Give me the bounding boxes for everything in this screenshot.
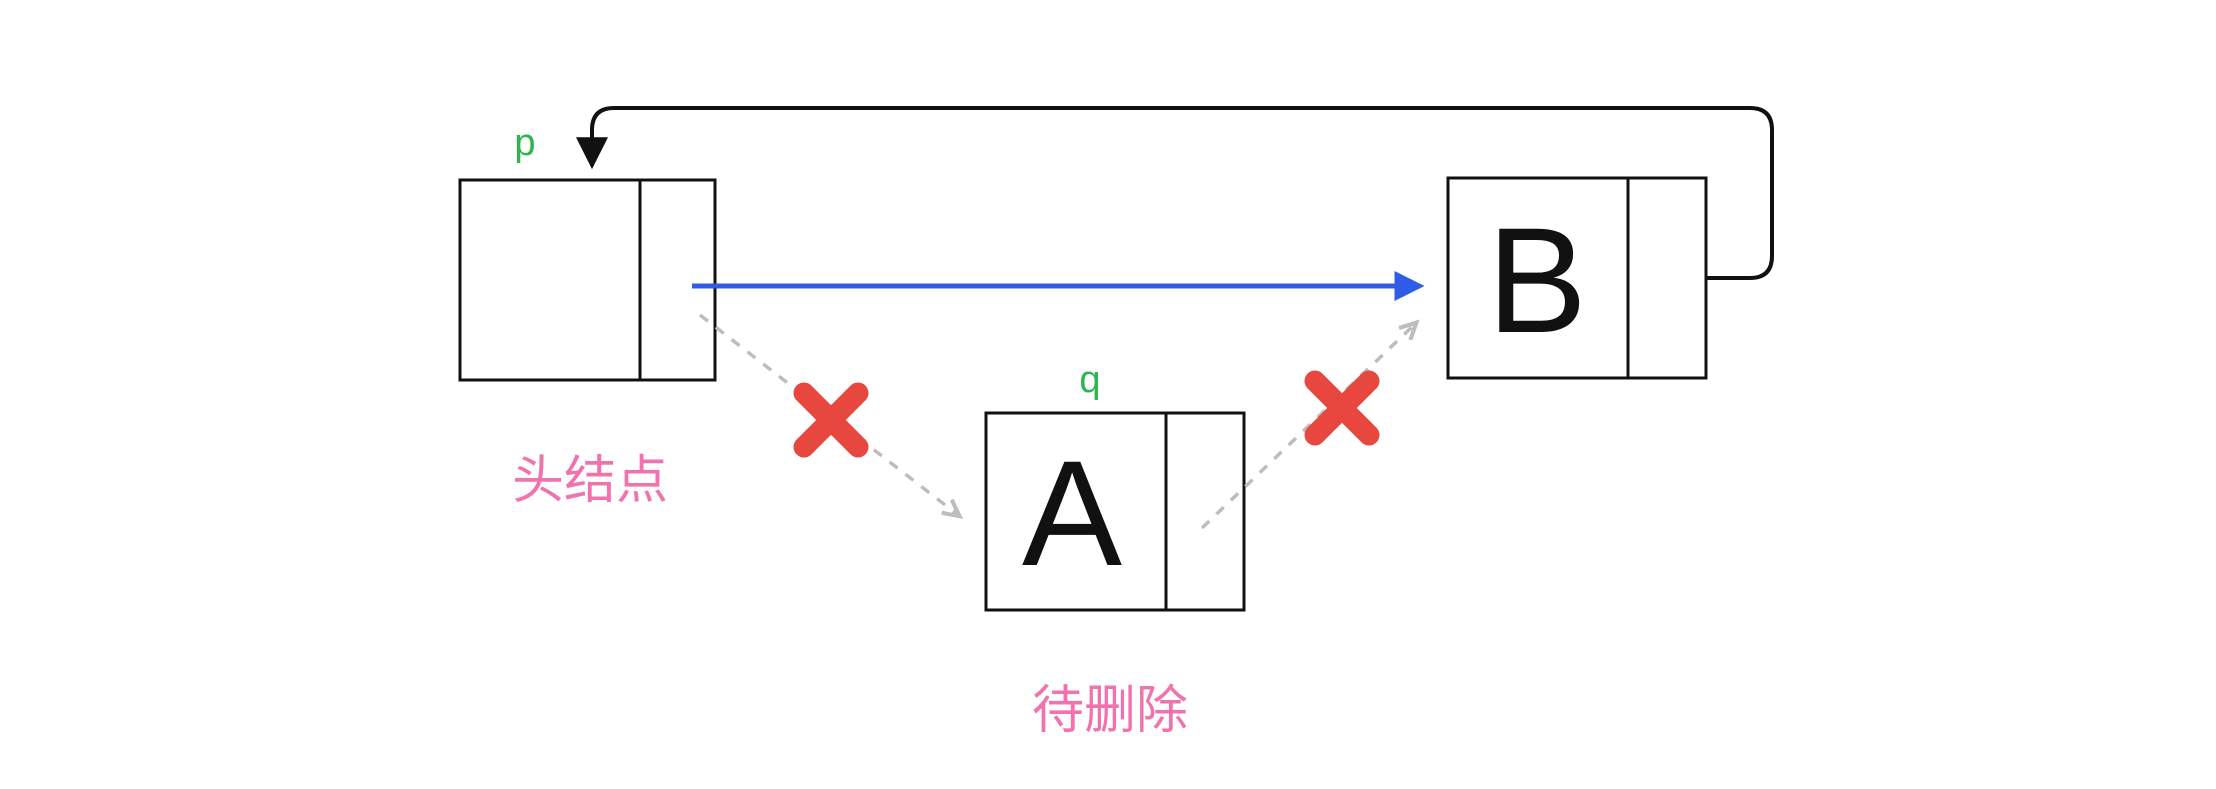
pointer-p-label: p <box>514 122 535 164</box>
head-node-caption: 头结点 <box>512 452 668 510</box>
node-a-value: A <box>1022 429 1122 597</box>
node-a-box <box>984 411 1246 612</box>
b-to-head-link-arrow <box>576 106 1774 280</box>
head-node <box>458 178 717 382</box>
node-a: A <box>984 411 1246 612</box>
a-to-b-old-link-arrow <box>1200 324 1415 530</box>
node-b: B <box>1446 176 1708 380</box>
delete-cross-icon <box>1304 370 1380 446</box>
delete-cross-icon <box>793 382 869 458</box>
node-b-box <box>1446 176 1708 380</box>
pointer-q-label: q <box>1079 359 1100 401</box>
node-b-value: B <box>1487 196 1587 364</box>
head-node-box <box>458 178 717 382</box>
delete-node-caption: 待删除 <box>1032 682 1188 740</box>
